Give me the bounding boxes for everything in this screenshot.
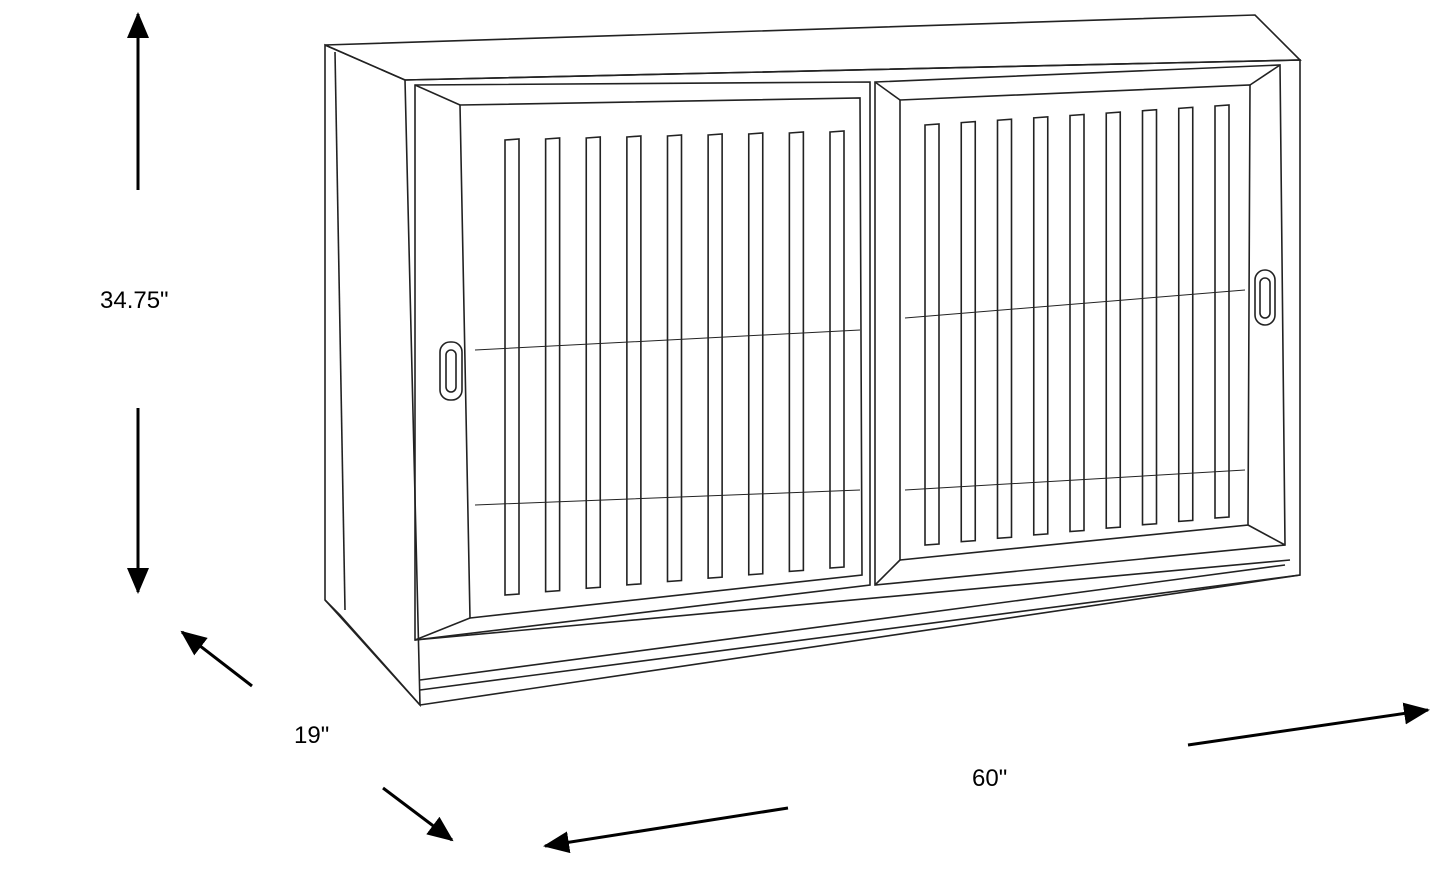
door-slat bbox=[996, 118, 1013, 540]
door-slat bbox=[626, 135, 642, 586]
door-slat bbox=[707, 133, 723, 579]
height-label: 34.75" bbox=[100, 287, 169, 314]
depth-arrow-back bbox=[180, 630, 253, 688]
door-slat bbox=[1069, 113, 1085, 533]
depth-arrow-front bbox=[382, 786, 454, 842]
door-slat bbox=[504, 138, 520, 596]
door-slat bbox=[829, 130, 845, 569]
door-slat bbox=[747, 132, 764, 576]
dimension-arrows bbox=[127, 12, 1430, 854]
cabinet-outline bbox=[324, 14, 1302, 708]
door-slat bbox=[585, 136, 602, 590]
door-slat bbox=[788, 131, 805, 573]
door-slat bbox=[1141, 108, 1158, 526]
width-arrow-right bbox=[1187, 702, 1430, 747]
door-slat bbox=[1105, 111, 1122, 529]
width-label: 60" bbox=[972, 765, 1008, 792]
door-slat bbox=[924, 123, 940, 546]
door-slat bbox=[1177, 106, 1194, 523]
door-slat bbox=[1214, 104, 1230, 519]
door-slat bbox=[1032, 116, 1049, 536]
door-slat bbox=[544, 137, 561, 593]
door-slat bbox=[960, 120, 977, 543]
width-arrow-left bbox=[543, 806, 789, 854]
door-slats bbox=[504, 104, 1230, 596]
door-slat bbox=[666, 134, 683, 583]
depth-label: 19" bbox=[294, 722, 330, 749]
